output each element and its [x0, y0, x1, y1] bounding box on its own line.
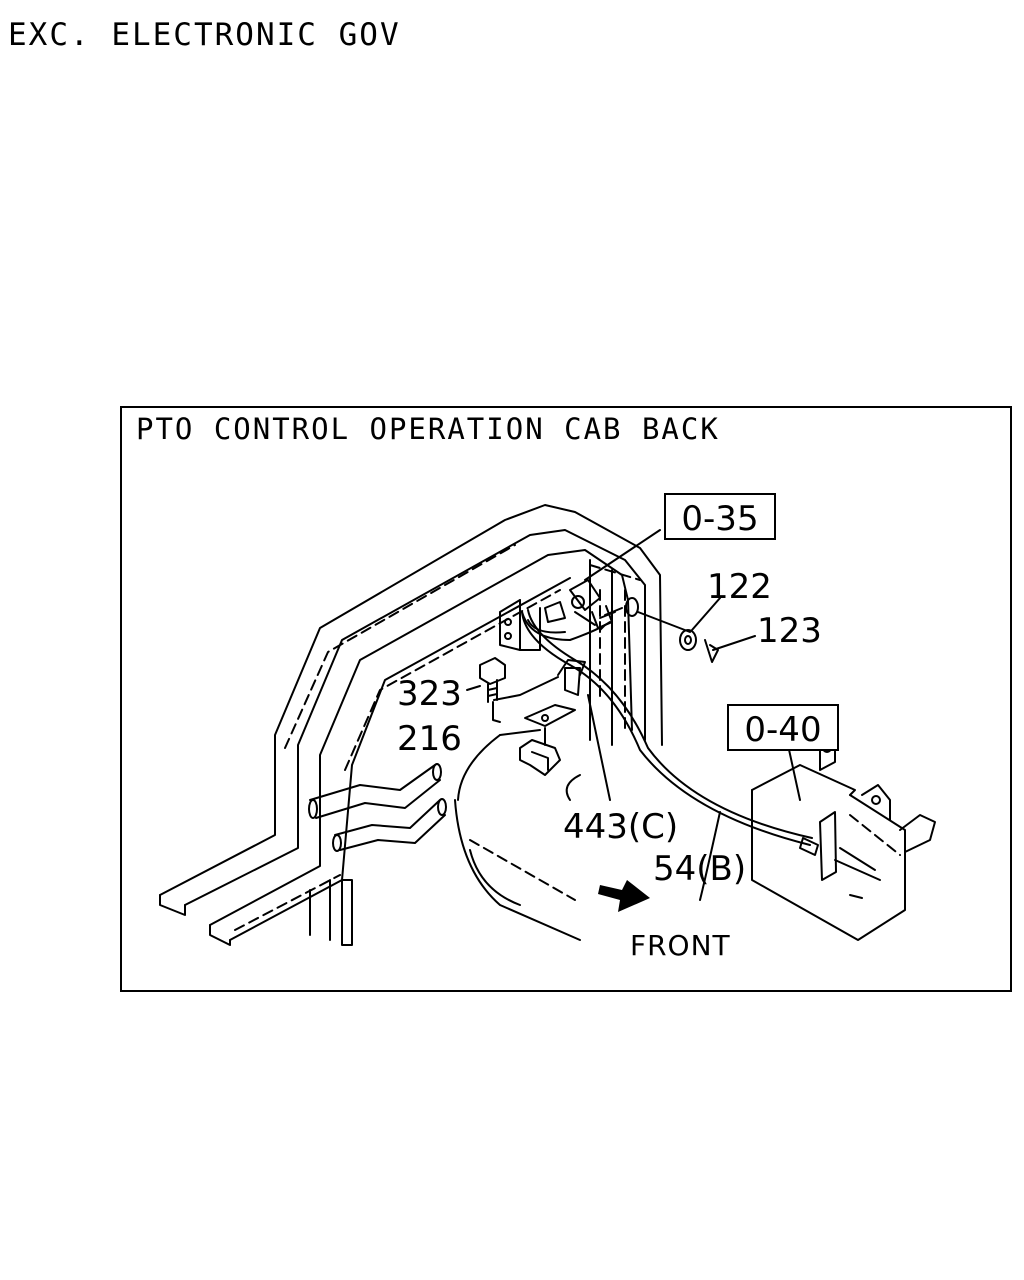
part-123-label: 123	[757, 611, 822, 651]
floor-inner-edge	[469, 849, 521, 906]
diagram-frame	[120, 406, 1012, 992]
front-label: FRONT	[630, 929, 731, 962]
part-54-label: 54(B)	[653, 849, 746, 889]
diagram-title: PTO CONTROL OPERATION CAB BACK	[136, 412, 720, 446]
floor-edge	[454, 799, 581, 941]
hidden-lines	[234, 544, 901, 931]
part-122-label: 122	[707, 567, 772, 607]
pto-control-box	[751, 734, 936, 941]
bracket-216	[519, 704, 576, 776]
front-arrow	[598, 880, 650, 912]
part-216-label: 216	[397, 719, 462, 759]
washer-122	[637, 597, 721, 651]
ref-box-0-35: 0-35	[664, 493, 776, 540]
clamp-outline	[565, 774, 581, 801]
part-443-label: 443(C)	[563, 807, 678, 847]
ref-label-0-40: 0-40	[744, 710, 821, 750]
page-note: EXC. ELECTRONIC GOV	[8, 17, 401, 53]
cross-pipes	[308, 763, 447, 852]
tank-edge	[457, 734, 501, 801]
ref-label-0-35: 0-35	[681, 499, 758, 539]
cable-clip	[493, 659, 586, 701]
clip-123	[704, 635, 756, 663]
ref-box-0-40: 0-40	[727, 704, 839, 751]
control-cable	[521, 609, 813, 846]
bolt-323	[479, 657, 506, 723]
leader-lines	[466, 685, 721, 901]
pto-lever-assembly	[544, 529, 661, 631]
part-323-label: 323	[397, 674, 462, 714]
